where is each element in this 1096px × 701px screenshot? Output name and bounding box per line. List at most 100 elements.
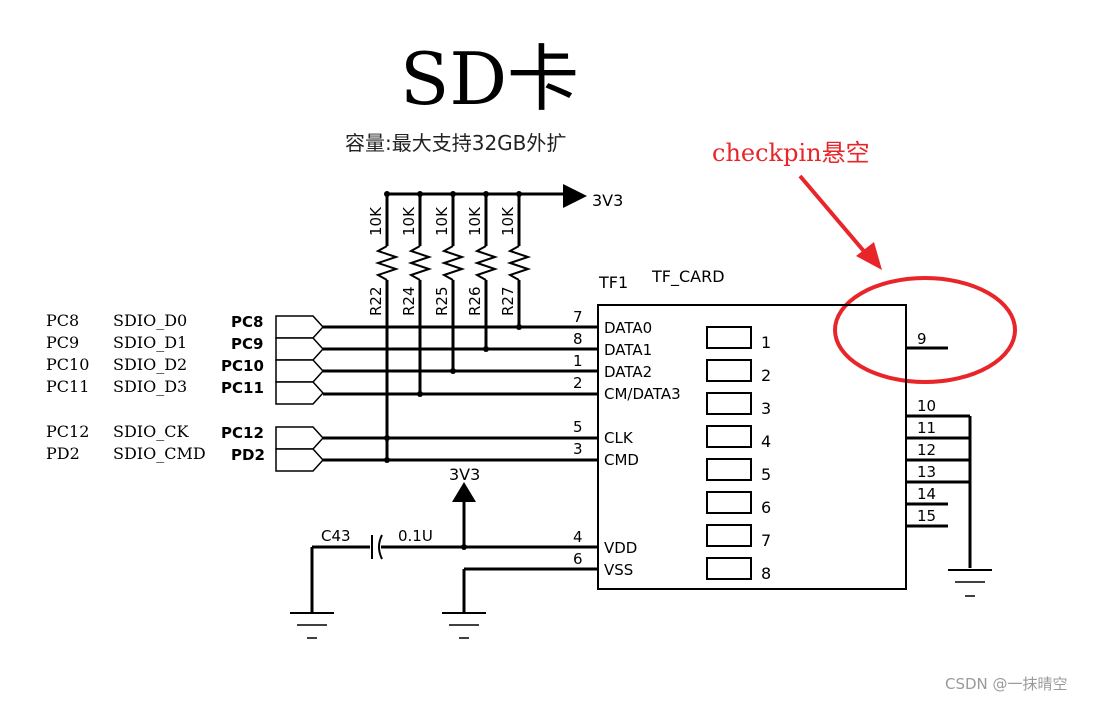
pin-number: 12 <box>917 441 936 459</box>
ground-icon <box>948 569 992 597</box>
port-flag <box>275 359 325 383</box>
mcu-pin-label: PD2 <box>46 444 80 463</box>
mcu-pin-label: PC9 <box>46 333 79 352</box>
resistor-r26: 10K R26 <box>466 194 499 349</box>
net-port-label: PC8 <box>231 313 263 331</box>
sdio-func-label: SDIO_CMD <box>113 444 206 463</box>
power-rail-top: 3V3 <box>387 184 623 210</box>
signal-row-2: PC10 SDIO_D2 PC10 <box>46 355 598 383</box>
net-port-label: PD2 <box>231 446 265 464</box>
pin-name: DATA2 <box>604 363 652 381</box>
signal-row-4: PC12 SDIO_CK PC12 <box>46 422 598 450</box>
pad-number: 1 <box>761 333 771 352</box>
pad-number: 8 <box>761 564 771 583</box>
signal-row-0: PC8 SDIO_D0 PC8 <box>46 311 598 339</box>
resistor-value: 10K <box>367 206 385 236</box>
pad-number: 7 <box>761 531 771 550</box>
watermark: CSDN @一抹晴空 <box>945 675 1068 693</box>
ground-icon <box>290 612 334 639</box>
pin-name: CMD <box>604 451 639 469</box>
pad-number: 3 <box>761 399 771 418</box>
sdio-func-label: SDIO_D1 <box>113 333 187 352</box>
pin-name: CLK <box>604 429 634 447</box>
resistor-ref: R26 <box>466 286 484 316</box>
mcu-pin-label: PC8 <box>46 311 79 330</box>
resistor-value: 10K <box>433 206 451 236</box>
pad-number: 5 <box>761 465 771 484</box>
vdd-net: 3V3 C43 0.1U <box>310 465 598 612</box>
power-arrow-top <box>563 184 587 208</box>
pad-number: 6 <box>761 498 771 517</box>
resistor-value: 10K <box>466 206 484 236</box>
page-subtitle: 容量:最大支持32GB外扩 <box>345 131 566 155</box>
page-title: SD卡 <box>400 37 579 121</box>
resistor-r27: 10K R27 <box>499 194 532 327</box>
pin-number: 1 <box>573 352 583 370</box>
right-pins-ground-group <box>906 414 972 568</box>
pin-number: 13 <box>917 463 936 481</box>
port-flag <box>275 426 325 450</box>
annotation-arrow <box>798 174 882 270</box>
pin-number: 3 <box>573 440 583 458</box>
net-port-label: PC12 <box>221 424 264 442</box>
pin-number: 10 <box>917 397 936 415</box>
pad-number: 2 <box>761 366 771 385</box>
pin-number: 9 <box>917 330 927 348</box>
port-flag <box>275 448 325 472</box>
right-pin-9: 9 <box>906 330 948 350</box>
tf-card-connector <box>597 304 907 590</box>
vss-net <box>462 567 598 612</box>
connector-part: TF_CARD <box>651 267 725 287</box>
pin-name: CM/DATA3 <box>604 385 681 403</box>
mcu-pin-label: PC10 <box>46 355 89 374</box>
sdio-func-label: SDIO_D2 <box>113 355 187 374</box>
pin-number: 7 <box>573 308 583 326</box>
capacitor-ref: C43 <box>321 527 351 545</box>
port-flag <box>275 381 325 405</box>
power-label-mid: 3V3 <box>449 465 480 484</box>
pin-number: 5 <box>573 418 583 436</box>
mcu-pin-label: PC11 <box>46 377 89 396</box>
resistor-value: 10K <box>499 206 517 236</box>
mcu-pin-label: PC12 <box>46 422 89 441</box>
resistor-value: 10K <box>400 206 418 236</box>
connector-ref: TF1 <box>598 273 628 292</box>
pin-name: VSS <box>604 561 633 579</box>
signal-row-3: PC11 SDIO_D3 PC11 <box>46 377 598 405</box>
net-port-label: PC11 <box>221 379 264 397</box>
pin-name: DATA0 <box>604 319 652 337</box>
inner-pads <box>706 326 752 580</box>
pin-number: 14 <box>917 485 936 503</box>
checkpin-annotation: checkpin悬空 <box>712 139 870 167</box>
resistor-ref: R24 <box>400 286 418 316</box>
ground-icon <box>442 612 486 639</box>
resistor-r25: 10K R25 <box>433 194 466 371</box>
port-flag <box>275 337 325 361</box>
capacitor-value: 0.1U <box>398 527 433 545</box>
resistor-ref: R25 <box>433 286 451 316</box>
pin-number: 2 <box>573 374 583 392</box>
pin-number: 8 <box>573 330 583 348</box>
net-port-label: PC10 <box>221 357 264 375</box>
port-flag <box>275 315 325 339</box>
checkpin-highlight-circle <box>833 276 1017 384</box>
pin-name: DATA1 <box>604 341 652 359</box>
resistor-ref: R27 <box>499 286 517 316</box>
power-label-top: 3V3 <box>592 191 623 210</box>
power-arrow-mid <box>452 482 476 502</box>
pin-number: 6 <box>573 550 583 568</box>
sdio-func-label: SDIO_D3 <box>113 377 187 396</box>
pin-number: 15 <box>917 507 936 525</box>
pad-number: 4 <box>761 432 771 451</box>
pin-number: 11 <box>917 419 936 437</box>
resistor-r24: 10K R24 <box>400 194 433 394</box>
sdio-func-label: SDIO_CK <box>113 422 189 441</box>
resistor-ref: R22 <box>367 286 385 316</box>
pin-name: VDD <box>604 539 637 557</box>
sdio-func-label: SDIO_D0 <box>113 311 187 330</box>
signal-row-5: PD2 SDIO_CMD PD2 <box>46 444 598 472</box>
net-port-label: PC9 <box>231 335 263 353</box>
pin-number: 4 <box>573 528 583 546</box>
signal-row-1: PC9 SDIO_D1 PC9 <box>46 333 598 361</box>
